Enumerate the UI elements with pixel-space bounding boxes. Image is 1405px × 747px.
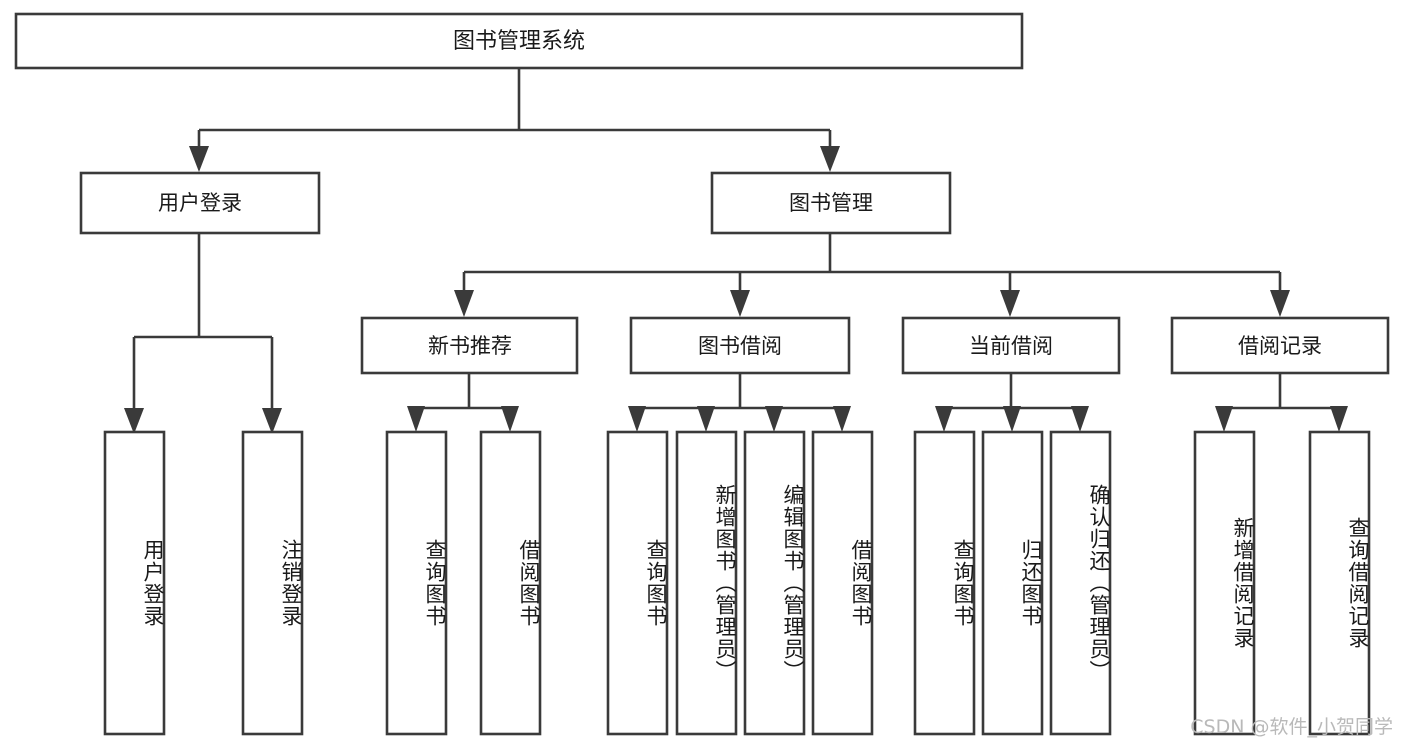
arrowhead-userlogin-leaf-1	[124, 408, 144, 434]
arrowhead-bookmgmt-box	[820, 146, 840, 172]
arrowhead-borrow-leaf-2	[697, 406, 715, 432]
arrowhead-level3-3	[1000, 290, 1020, 317]
leaf-current-borrow-1-box[interactable]	[913, 430, 976, 736]
arrowhead-newbook-leaf-2	[501, 406, 519, 432]
arrowhead-borrow-leaf-3	[765, 406, 783, 432]
arrowhead-userlogin-leaf-2	[262, 408, 282, 434]
leaf-current-borrow-2-box[interactable]	[981, 430, 1044, 736]
watermark-text: CSDN @软件_小贺同学	[1190, 716, 1393, 738]
node-current-borrow-label: 当前借阅	[969, 334, 1053, 358]
leaf-new-book-2-box[interactable]	[479, 430, 542, 736]
leaf-book-borrow-2-box[interactable]	[675, 430, 738, 736]
node-layer: 图书管理系统 用户登录 图书管理 新书推荐 图书借阅 当前借阅 借阅记录	[14, 12, 1390, 736]
node-user-login-label: 用户登录	[158, 191, 242, 215]
leaf-current-borrow-3-box[interactable]	[1049, 430, 1112, 736]
leaf-borrow-record-2-box[interactable]	[1308, 430, 1371, 736]
leaf-book-borrow-1-box[interactable]	[606, 430, 669, 736]
node-book-management-box[interactable]	[710, 171, 952, 235]
leaf-book-borrow-3-box[interactable]	[743, 430, 806, 736]
arrowhead-layer	[124, 146, 1348, 434]
node-root-box[interactable]	[14, 12, 1024, 70]
node-book-borrow-label: 图书借阅	[698, 334, 782, 358]
node-borrow-record-label: 借阅记录	[1238, 334, 1322, 358]
node-root-label: 图书管理系统	[453, 29, 585, 54]
arrowhead-level3-2	[730, 290, 750, 317]
leaf-borrow-record-1-box[interactable]	[1193, 430, 1256, 736]
node-new-book-label: 新书推荐	[428, 334, 512, 358]
arrowhead-current-leaf-2	[1003, 406, 1021, 432]
arrowhead-record-leaf-1	[1215, 406, 1233, 432]
node-new-book-box[interactable]	[360, 316, 579, 375]
arrowhead-userlogin-box	[189, 146, 209, 172]
node-current-borrow-box[interactable]	[901, 316, 1121, 375]
arrowhead-level3-4	[1270, 290, 1290, 317]
arrowhead-newbook-leaf-1	[407, 406, 425, 432]
arrowhead-borrow-leaf-4	[833, 406, 851, 432]
node-borrow-record-box[interactable]	[1170, 316, 1390, 375]
leaf-user-login-1-box[interactable]	[103, 430, 166, 736]
arrowhead-level3-1	[454, 290, 474, 317]
arrowhead-current-leaf-1	[935, 406, 953, 432]
leaf-user-login-2-box[interactable]	[241, 430, 304, 736]
node-user-login-box[interactable]	[79, 171, 321, 235]
leaf-book-borrow-4-box[interactable]	[811, 430, 874, 736]
arrowhead-current-leaf-3	[1071, 406, 1089, 432]
arrowhead-borrow-leaf-1	[628, 406, 646, 432]
node-book-borrow-box[interactable]	[629, 316, 851, 375]
arrowhead-record-leaf-2	[1330, 406, 1348, 432]
leaf-new-book-1-box[interactable]	[385, 430, 448, 736]
node-book-management-label: 图书管理	[789, 191, 873, 215]
